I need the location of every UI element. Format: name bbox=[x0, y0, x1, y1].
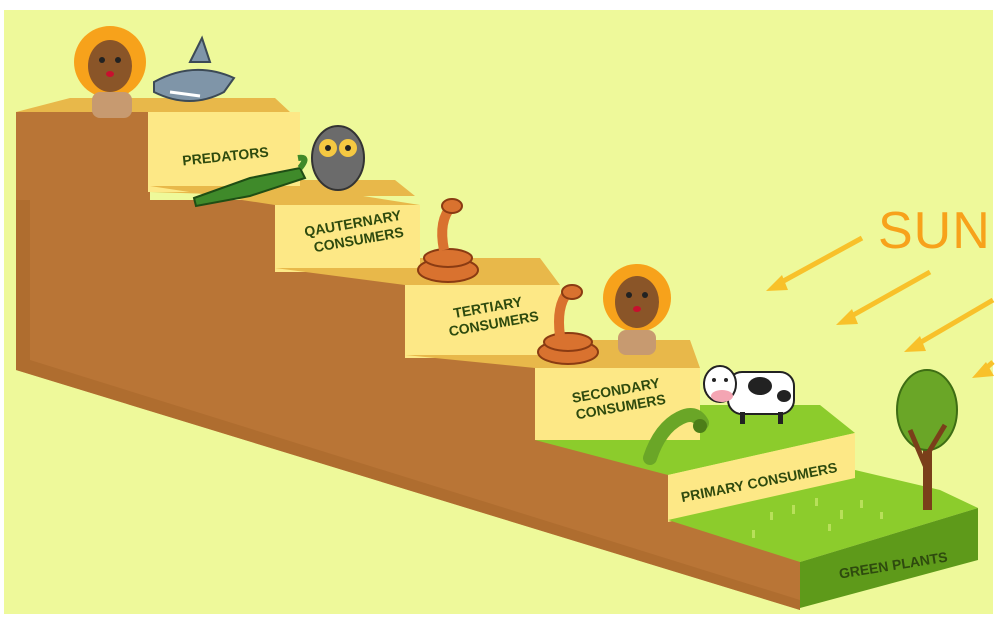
staircase-side bbox=[16, 112, 800, 610]
step-top-predators bbox=[16, 98, 290, 112]
step-top-green-plants bbox=[668, 470, 978, 562]
lion-icon bbox=[603, 264, 671, 355]
owl-icon bbox=[311, 125, 365, 191]
sun-rays bbox=[766, 235, 995, 378]
cow-icon bbox=[703, 365, 795, 424]
step-riser-secondary bbox=[535, 368, 700, 440]
crocodile-icon bbox=[192, 154, 308, 208]
step-top-primary bbox=[535, 405, 855, 475]
lion-icon bbox=[74, 26, 146, 118]
tree-icon bbox=[896, 369, 958, 510]
step-riser-quaternary bbox=[275, 205, 420, 272]
shark-icon bbox=[153, 35, 236, 102]
sun-label: SUN bbox=[878, 202, 991, 260]
caterpillar-icon bbox=[643, 407, 709, 465]
step-riser-predators bbox=[148, 112, 300, 192]
snake-icon bbox=[417, 198, 479, 283]
step-riser-primary bbox=[668, 433, 855, 522]
snake-icon bbox=[537, 284, 599, 365]
step-riser-tertiary bbox=[405, 285, 560, 358]
step-riser-green-plants bbox=[800, 508, 978, 608]
